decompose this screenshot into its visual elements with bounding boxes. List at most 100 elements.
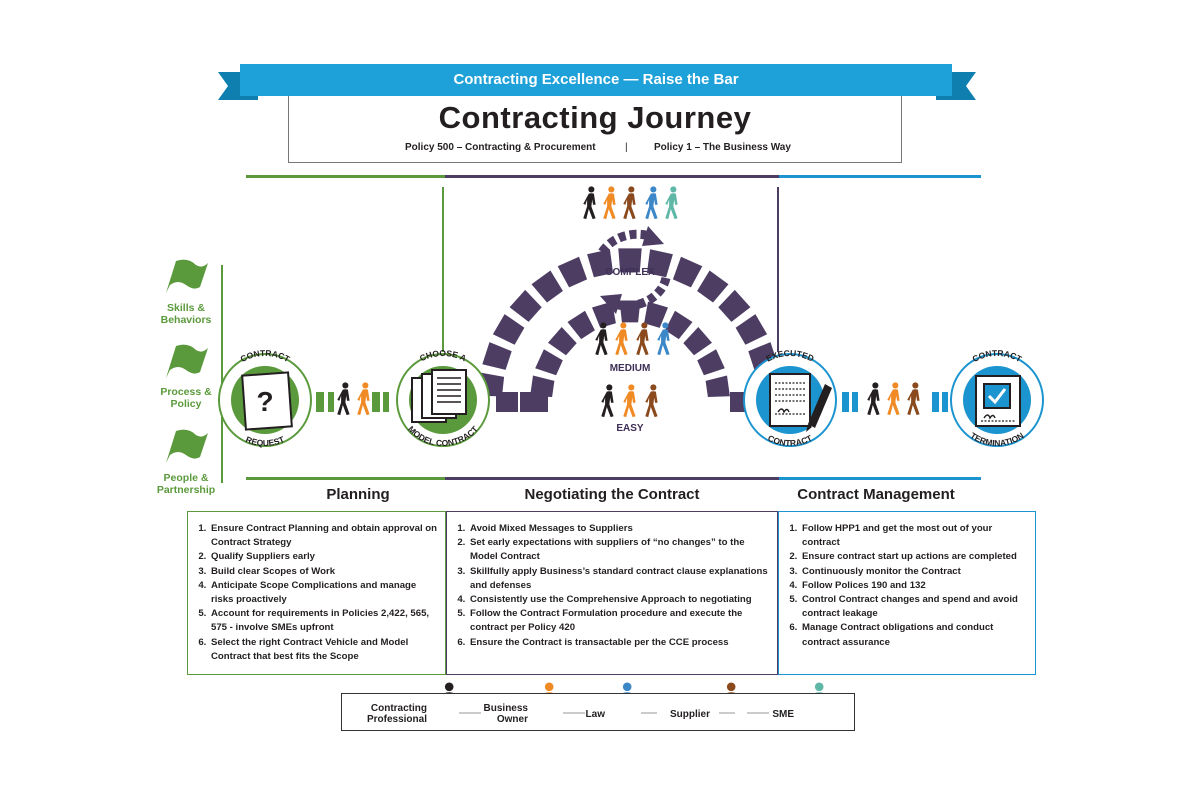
arch-brick — [548, 327, 577, 356]
list-item: Follow Polices 190 and 132 — [800, 579, 1027, 593]
list-item: Manage Contract obligations and conduct … — [800, 621, 1027, 649]
planning-path — [316, 392, 389, 412]
list-item: Skillfully apply Business’s standard con… — [468, 565, 769, 593]
title-box — [288, 96, 902, 163]
management-bottom-line — [779, 477, 981, 480]
arch-brick — [644, 301, 668, 328]
arch-brick — [567, 310, 595, 340]
contract-request-icon: ? CONTRACT — [218, 348, 312, 447]
arch-brick — [535, 349, 563, 376]
list-item: Follow HPP1 and get the most out of your… — [800, 522, 1027, 550]
flag-label-process: Process & Policy — [160, 386, 212, 410]
arch-brick — [618, 248, 642, 273]
flag-icon — [166, 259, 208, 293]
arch-brick — [496, 392, 518, 412]
arch-brick — [492, 314, 525, 345]
planning-title: Planning — [326, 486, 390, 503]
arch-brick — [718, 289, 751, 322]
walker-icon — [601, 384, 614, 418]
walker-icon — [645, 384, 658, 418]
flag-label-people: People & Partnership — [156, 472, 216, 496]
walker-icon — [907, 382, 920, 416]
negotiating-box: Avoid Mixed Messages to Suppliers Set ea… — [446, 511, 778, 675]
arch-brick — [697, 349, 725, 376]
negotiation-arch — [478, 248, 782, 412]
arch-brick — [587, 249, 614, 278]
cycle-arrowhead — [642, 226, 664, 246]
negotiating-top-line — [445, 175, 779, 178]
negotiating-list: Avoid Mixed Messages to Suppliers Set ea… — [455, 522, 769, 650]
complex-label: COMPLEX — [605, 267, 655, 278]
arch-brick — [530, 375, 555, 397]
contract-request-bottom-label: REQUEST — [244, 434, 286, 448]
management-top-line — [779, 175, 981, 178]
legend-lines — [459, 712, 769, 714]
legend — [341, 693, 855, 731]
svg-text:REQUEST: REQUEST — [244, 434, 286, 448]
list-item: Ensure Contract Planning and obtain appr… — [209, 522, 437, 550]
complex-cycle-arrows — [593, 229, 671, 311]
legend-label-sme: SME — [772, 709, 794, 720]
arch-brick — [531, 270, 563, 303]
walker-icon — [665, 186, 678, 220]
walker-icon — [337, 382, 350, 416]
walker-icon — [623, 186, 636, 220]
list-item: Follow the Contract Formulation procedur… — [468, 607, 769, 635]
list-item: Build clear Scopes of Work — [209, 565, 437, 579]
management-path — [842, 392, 948, 412]
banner — [240, 64, 952, 96]
executed-bottom-label: CONTRACT — [766, 432, 814, 448]
planning-bottom-line — [246, 477, 445, 480]
arch-brick — [482, 342, 512, 370]
list-item: Ensure contract start up actions are com… — [800, 550, 1027, 564]
policy-left: Policy 500 – Contracting & Procurement — [405, 142, 596, 153]
arch-brick — [619, 300, 641, 323]
list-item: Select the right Contract Vehicle and Mo… — [209, 636, 437, 664]
walker-icon — [603, 186, 616, 220]
list-item: Ensure the Contract is transactable per … — [468, 636, 769, 650]
walker-icon — [615, 322, 628, 356]
list-item: Continuously monitor the Contract — [800, 565, 1027, 579]
list-item: Set early expectations with suppliers of… — [468, 536, 769, 564]
arch-brick — [592, 301, 616, 328]
legend-label-business-owner: Business Owner — [483, 703, 528, 725]
walker-icon — [583, 186, 596, 220]
executed-contract-icon — [743, 353, 837, 447]
walker-icon — [595, 322, 608, 356]
contract-termination-icon — [950, 353, 1044, 447]
management-title: Contract Management — [797, 486, 955, 503]
arch-brick — [520, 392, 548, 412]
arch-brick — [735, 314, 768, 345]
list-item: Control Contract changes and spend and a… — [800, 593, 1027, 621]
list-item: Consistently use the Comprehensive Appro… — [468, 593, 769, 607]
list-item: Avoid Mixed Messages to Suppliers — [468, 522, 769, 536]
policy-separator: | — [625, 142, 628, 153]
planning-top-line — [246, 175, 445, 178]
walker-icon — [867, 382, 880, 416]
choose-model-top-label: CHOOSE A — [418, 348, 468, 363]
negotiating-title: Negotiating the Contract — [524, 486, 700, 503]
walker-icon — [636, 322, 649, 356]
svg-text:CHOOSE A: CHOOSE A — [418, 348, 468, 363]
easy-label: EASY — [616, 423, 644, 434]
legend-label-law: Law — [585, 709, 605, 720]
svg-text:CONTRACT: CONTRACT — [766, 432, 814, 448]
legend-label-supplier: Supplier — [669, 709, 710, 720]
negotiating-bottom-line — [445, 477, 779, 480]
flag-icon — [166, 344, 208, 378]
choose-model-icon — [396, 353, 490, 447]
flag-label-skills: Skills & Behaviors — [160, 302, 212, 326]
planning-box: Ensure Contract Planning and obtain appr… — [187, 511, 446, 675]
arch-brick — [509, 289, 542, 322]
flag-icon — [166, 429, 208, 463]
list-item: Anticipate Scope Complications and manag… — [209, 579, 437, 607]
list-item: Qualify Suppliers early — [209, 550, 437, 564]
legend-label-professional: Contracting Professional — [366, 703, 427, 725]
walker-icon — [357, 382, 370, 416]
walker-icon — [887, 382, 900, 416]
arch-brick — [665, 310, 693, 340]
negotiating-divider — [777, 187, 779, 352]
management-box: Follow HPP1 and get the most out of your… — [778, 511, 1036, 675]
banner-text: Contracting Excellence — Raise the Bar — [453, 71, 739, 88]
